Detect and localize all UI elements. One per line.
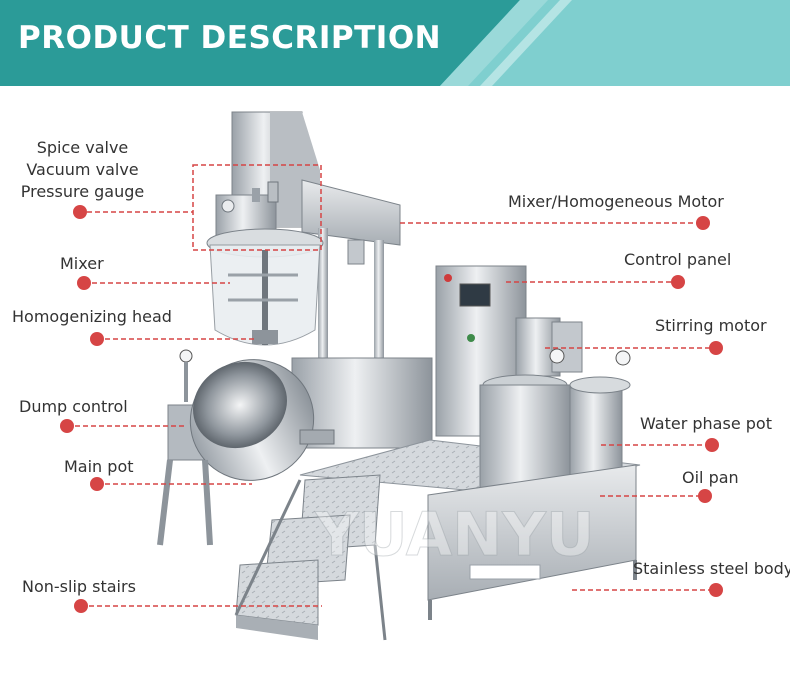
- marker-motor: [696, 216, 710, 230]
- steel-body: [427, 464, 637, 620]
- mixer-chamber: [209, 244, 321, 346]
- marker-stirring-motor: [709, 341, 723, 355]
- marker-control-panel: [671, 275, 685, 289]
- label-spice-valve: Spice valve: [36, 138, 129, 157]
- leader-lines: [67, 211, 716, 607]
- marker-oil-pan: [698, 489, 712, 503]
- marker-mixer: [77, 276, 91, 290]
- label-non-slip-stairs: Non-slip stairs: [22, 577, 136, 596]
- label-mixer: Mixer: [60, 254, 104, 273]
- label-vacuum-valve: Vacuum valve: [26, 160, 139, 179]
- label-dump-control: Dump control: [19, 397, 128, 416]
- page-title: PRODUCT DESCRIPTION: [18, 20, 442, 56]
- label-steel-body: Stainless steel body: [633, 559, 790, 578]
- marker-dump-control: [60, 419, 74, 433]
- marker-stairs: [74, 599, 88, 613]
- header-banner: PRODUCT DESCRIPTION: [0, 0, 790, 86]
- watermark-logo: YUANYU: [314, 500, 594, 570]
- homogenizing-head-shape: [252, 330, 278, 344]
- main-pot: [157, 349, 433, 546]
- banner-background: [0, 0, 790, 86]
- label-pressure-gauge: Pressure gauge: [20, 182, 145, 201]
- label-water-phase-pot: Water phase pot: [640, 414, 772, 433]
- label-control-panel: Control panel: [624, 250, 732, 269]
- label-main-pot: Main pot: [64, 457, 134, 476]
- label-motor: Mixer/Homogeneous Motor: [508, 192, 724, 211]
- non-slip-stairs-shape: [234, 474, 387, 641]
- marker-valves: [73, 205, 87, 219]
- label-homogenizing-head: Homogenizing head: [12, 307, 172, 326]
- machine-illustration: YUANYU: [67, 111, 716, 641]
- marker-steel-body: [709, 583, 723, 597]
- marker-homogenizing-head: [90, 332, 104, 346]
- label-oil-pan: Oil pan: [682, 468, 739, 487]
- marker-main-pot: [90, 477, 104, 491]
- label-stirring-motor: Stirring motor: [655, 316, 767, 335]
- valve-callout-box: [192, 164, 322, 251]
- marker-water-phase-pot: [705, 438, 719, 452]
